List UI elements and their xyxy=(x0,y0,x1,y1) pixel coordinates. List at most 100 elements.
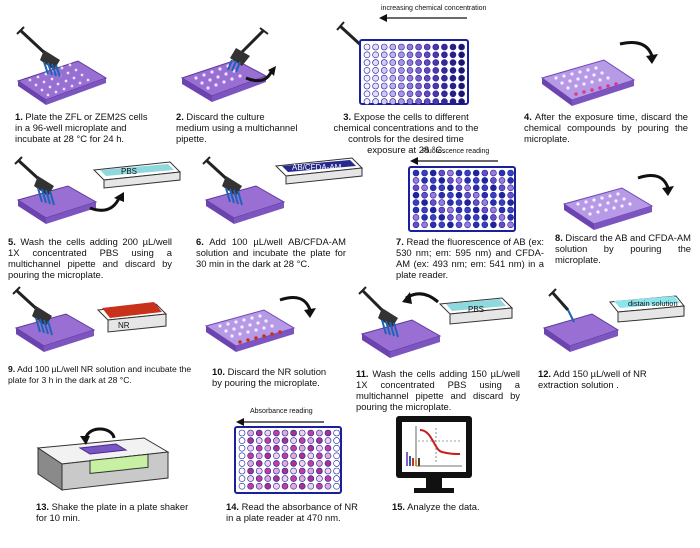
microplate-icon xyxy=(204,309,296,352)
well xyxy=(389,59,397,66)
well xyxy=(447,199,454,206)
well xyxy=(298,444,306,452)
well xyxy=(363,90,371,98)
well xyxy=(316,467,323,475)
well xyxy=(498,191,506,199)
well xyxy=(464,169,471,177)
well xyxy=(429,184,437,192)
well xyxy=(273,460,280,467)
multichannel-pipette-icon xyxy=(358,286,399,338)
well xyxy=(423,82,431,90)
well xyxy=(363,43,371,51)
well xyxy=(281,467,289,475)
exposure-plate-illustration xyxy=(336,21,469,105)
well xyxy=(363,51,371,59)
well xyxy=(481,191,489,199)
well xyxy=(438,221,446,229)
well xyxy=(415,51,422,59)
well xyxy=(472,191,480,199)
well xyxy=(389,43,397,51)
well xyxy=(255,482,263,490)
well xyxy=(255,452,263,460)
well xyxy=(264,444,272,452)
well xyxy=(406,98,414,105)
step-5-caption: 5. Wash the cells adding 200 µL/well 1X … xyxy=(8,236,172,280)
well xyxy=(449,74,457,82)
well xyxy=(423,51,431,59)
well xyxy=(464,191,471,199)
well xyxy=(432,67,440,74)
well xyxy=(458,98,465,105)
well xyxy=(255,467,263,475)
well xyxy=(429,206,437,214)
well xyxy=(472,221,480,229)
well xyxy=(380,90,388,98)
well xyxy=(389,51,397,59)
arrow-head-icon xyxy=(304,308,316,318)
plate-wells xyxy=(363,43,465,105)
well xyxy=(490,214,497,221)
well xyxy=(412,214,420,221)
fluorescence-label: Fluorescence reading xyxy=(422,148,490,155)
well xyxy=(441,82,448,90)
well xyxy=(380,51,388,59)
well xyxy=(298,429,306,437)
well xyxy=(372,74,379,82)
well xyxy=(281,429,289,437)
step-3-caption: 3. Expose the cells to different chemica… xyxy=(333,111,479,155)
well xyxy=(406,51,414,59)
arrow-head-icon xyxy=(80,436,90,445)
gradient-label: increasing chemical concentration xyxy=(381,5,487,12)
well xyxy=(432,90,440,98)
well xyxy=(324,460,332,467)
well xyxy=(498,206,506,214)
well xyxy=(421,199,428,206)
reservoir-icon xyxy=(96,302,168,333)
well xyxy=(432,43,440,51)
well xyxy=(449,43,457,51)
well xyxy=(389,82,397,90)
well xyxy=(247,444,254,452)
well xyxy=(238,475,246,482)
step-1-caption: 1. Plate the ZFL or ZEM2S cells in a 96-… xyxy=(15,111,148,144)
well xyxy=(472,206,480,214)
well xyxy=(415,98,422,105)
well xyxy=(333,429,340,437)
well xyxy=(324,475,332,482)
well xyxy=(423,59,431,66)
well xyxy=(324,437,332,444)
well xyxy=(472,169,480,177)
microplate-icon xyxy=(360,319,442,358)
ab-cfda-label: AB/CFDA-AM xyxy=(292,163,342,172)
well xyxy=(264,437,272,444)
well xyxy=(307,460,315,467)
well xyxy=(372,67,379,74)
arrow-head-icon xyxy=(268,66,276,76)
well xyxy=(455,184,463,192)
well xyxy=(455,214,463,221)
well xyxy=(247,437,254,444)
arrow-head-icon xyxy=(402,292,412,304)
well xyxy=(507,169,514,177)
well xyxy=(507,177,514,184)
well xyxy=(421,191,428,199)
well xyxy=(429,169,437,177)
well xyxy=(333,437,340,444)
well xyxy=(481,221,489,229)
well xyxy=(389,67,397,74)
plate-shaker-icon xyxy=(36,437,170,491)
well xyxy=(507,214,514,221)
absorbance-plate-illustration xyxy=(234,426,342,494)
well xyxy=(447,221,454,229)
discard-ab-illustration xyxy=(562,174,674,230)
well xyxy=(273,482,280,490)
well xyxy=(421,184,428,192)
well xyxy=(458,74,465,82)
well xyxy=(415,74,422,82)
well xyxy=(247,475,254,482)
microplate-icon xyxy=(542,313,620,352)
plate-with-pipette-illustration xyxy=(16,26,108,105)
microplate-icon xyxy=(14,313,96,352)
curved-arrow-icon xyxy=(619,41,654,57)
well xyxy=(324,452,332,460)
